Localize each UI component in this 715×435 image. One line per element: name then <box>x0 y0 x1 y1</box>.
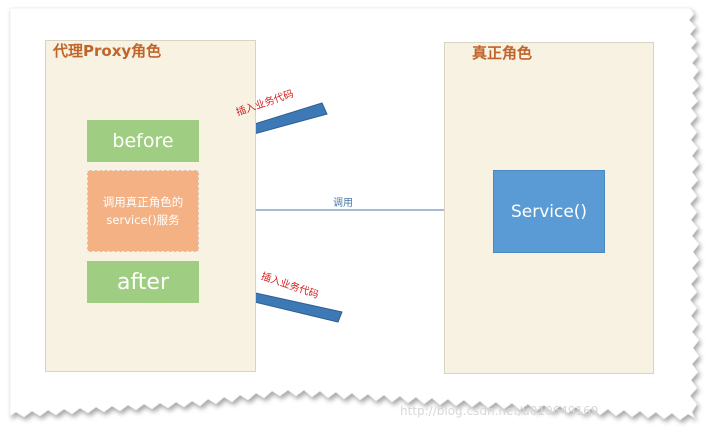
service-label: Service() <box>510 201 588 222</box>
before-box: before <box>87 120 199 162</box>
before-label: before <box>112 130 174 152</box>
watermark-text: http://blog.csdn.net/u010649169 <box>400 404 599 418</box>
service-box: Service() <box>493 170 605 253</box>
call-service-line1: 调用真正角色的 <box>102 195 184 209</box>
proxy-role-title: 代理Proxy角色 <box>53 42 162 60</box>
after-label: after <box>116 269 170 295</box>
real-role-title: 真正角色 <box>472 44 533 62</box>
call-service-box: 调用真正角色的 service()服务 <box>87 170 199 252</box>
call-service-line2: service()服务 <box>106 213 180 227</box>
after-box: after <box>87 261 199 303</box>
call-connector-label: 调用 <box>333 198 353 209</box>
